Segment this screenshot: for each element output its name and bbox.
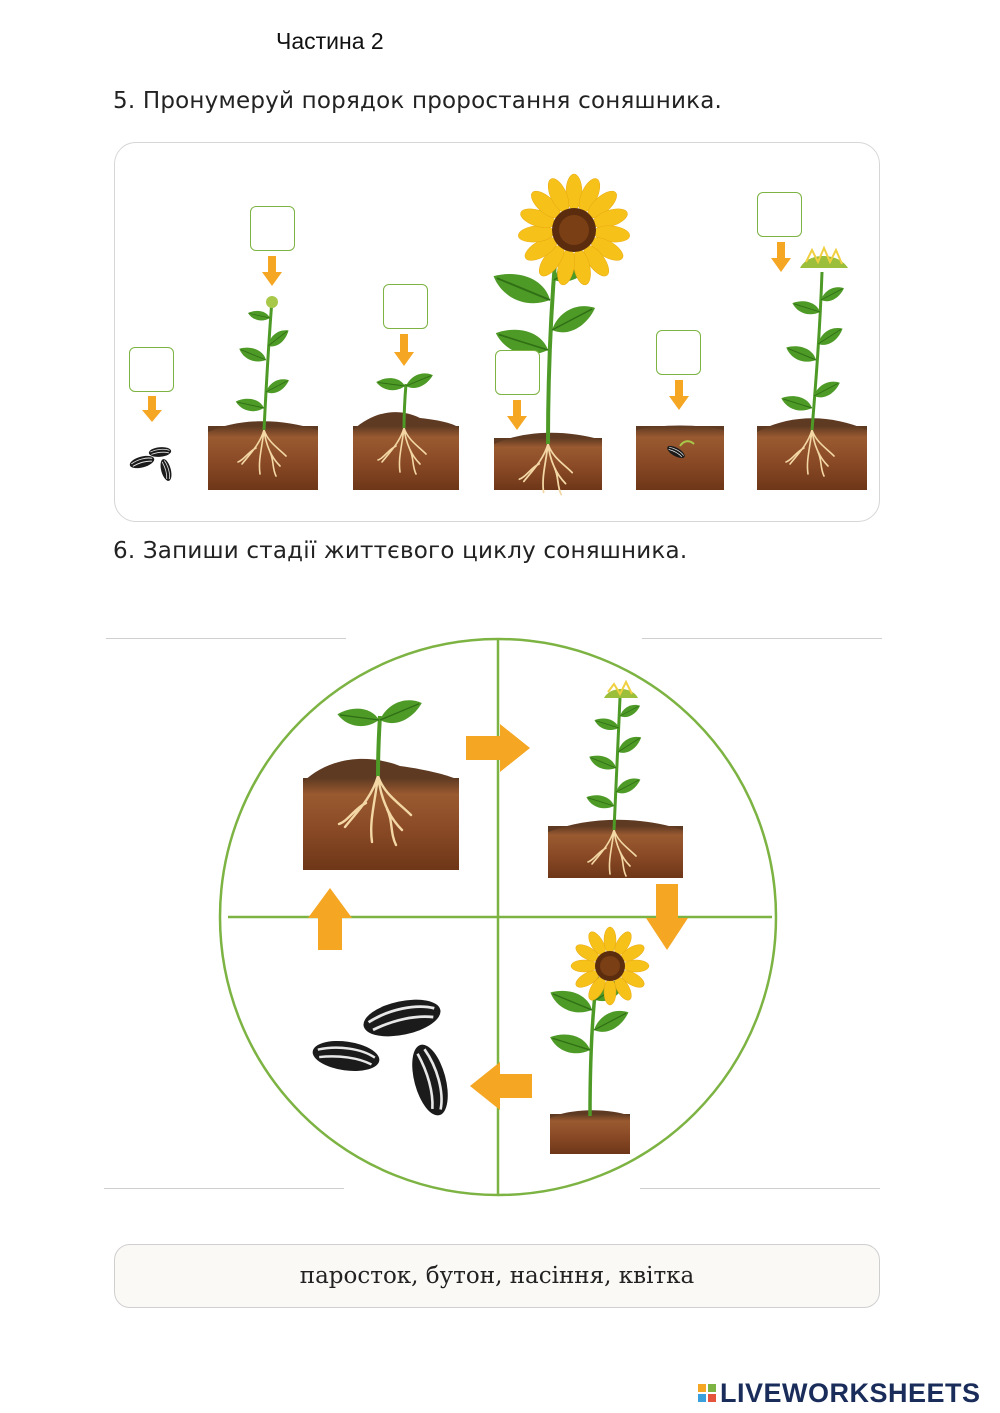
word-bank: паросток, бутон, насіння, квітка (114, 1244, 880, 1308)
logo-block-2 (708, 1384, 716, 1392)
answer-line-top-left[interactable] (106, 607, 346, 639)
answer-input-seeds[interactable] (130, 348, 177, 393)
answer-input-tall-plant[interactable] (251, 207, 298, 252)
answer-input-sprout[interactable] (384, 285, 431, 330)
logo-blocks-icon (698, 1384, 716, 1402)
sunflower-illustration (487, 173, 630, 496)
plant-tall-bud-illustration (208, 296, 318, 490)
answer-box-tall-plant[interactable] (250, 206, 298, 252)
cycle-sprout-illustration (303, 695, 459, 870)
answer-box-seeds[interactable] (129, 347, 177, 393)
cycle-flower-illustration (546, 926, 650, 1154)
answer-line-bottom-right[interactable] (640, 1157, 880, 1189)
seeds-illustration (127, 445, 174, 483)
logo-block-1 (698, 1384, 706, 1392)
answer-box-germinating-seed[interactable] (656, 330, 704, 376)
part-title: Частина 2 (276, 28, 384, 54)
answer-input-germinating-seed[interactable] (657, 331, 704, 376)
answer-input-sunflower[interactable] (496, 351, 543, 396)
answer-line-top-right[interactable] (642, 607, 882, 639)
germinating-seed-illustration (636, 425, 724, 490)
answer-box-sunflower[interactable] (495, 350, 543, 396)
answer-box-sprout[interactable] (383, 284, 431, 330)
logo-block-4 (708, 1394, 716, 1402)
cycle-bud-illustration (548, 679, 683, 878)
answer-line-bottom-left[interactable] (104, 1157, 344, 1189)
logo-block-3 (698, 1394, 706, 1402)
sprout-illustration (353, 370, 459, 490)
cycle-arrows (308, 724, 688, 1110)
task5-arrows (142, 242, 791, 430)
answer-box-opening-bud[interactable] (757, 192, 805, 238)
logo-text: LIVEWORKSHEETS (720, 1377, 981, 1408)
task5-title: 5. Пронумеруй порядок проростання соняшн… (113, 88, 723, 114)
life-cycle-diagram (218, 637, 778, 1197)
liveworksheets-logo: LIVEWORKSHEETS (698, 1378, 981, 1408)
task6-title: 6. Запиши стадії життєвого циклу соняшни… (113, 538, 688, 564)
cycle-seeds-illustration (309, 992, 456, 1121)
answer-input-opening-bud[interactable] (758, 193, 805, 238)
plant-opening-bud-illustration (757, 245, 867, 490)
word-bank-text: паросток, бутон, насіння, квітка (299, 1263, 695, 1289)
